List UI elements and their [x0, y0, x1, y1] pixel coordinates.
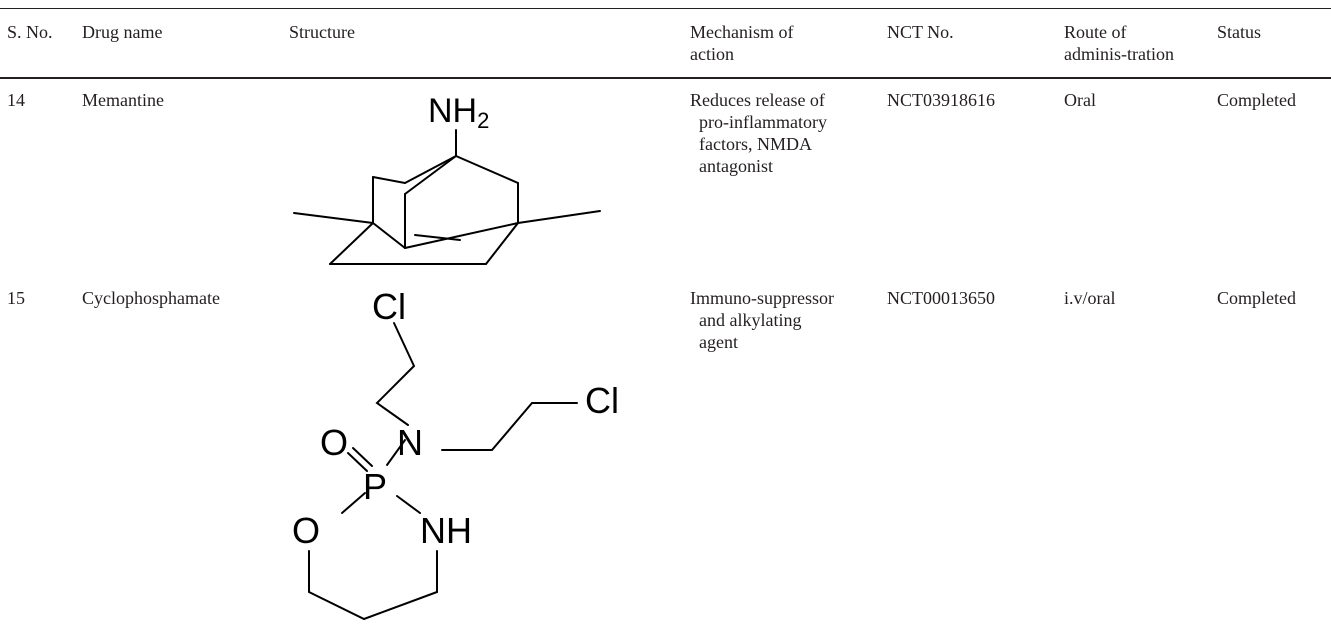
- header-mechanism: Mechanism of action: [690, 21, 793, 65]
- nitrogen-label: N: [397, 422, 423, 463]
- row-15-status: Completed: [1217, 288, 1296, 308]
- row-15-sno: 15: [7, 288, 25, 308]
- mechanism-line: and alkylating: [699, 310, 802, 330]
- row-15-mechanism: Immuno-suppressor and alkylating agent: [690, 287, 834, 353]
- mechanism-line: pro-inflammatory: [699, 112, 827, 132]
- row-14-status: Completed: [1217, 90, 1296, 110]
- row-15-route: i.v/oral: [1064, 288, 1116, 308]
- header-nct: NCT No.: [887, 22, 954, 42]
- header-status: Status: [1217, 22, 1262, 42]
- memantine-structure: NH2: [293, 92, 601, 265]
- row-15-nct: NCT00013650: [887, 288, 995, 308]
- cyclophosphamate-structure: Cl Cl N O P NH O: [292, 286, 619, 621]
- mechanism-line: Reduces release of: [690, 90, 825, 110]
- cl-label: Cl: [585, 380, 619, 421]
- oxygen-label: O: [320, 422, 348, 463]
- mechanism-line: factors, NMDA: [699, 134, 812, 154]
- mechanism-line: agent: [699, 332, 738, 352]
- phosphorus-label: P: [363, 466, 387, 507]
- header-mechanism-line: action: [690, 44, 734, 64]
- table-top-rule: [0, 8, 1331, 9]
- oxygen-label: O: [292, 510, 320, 551]
- cl-label: Cl: [372, 286, 406, 327]
- row-14-nct: NCT03918616: [887, 90, 995, 110]
- table-header-rule: [0, 77, 1331, 79]
- mechanism-line: Immuno-suppressor: [690, 288, 834, 308]
- mechanism-line: antagonist: [699, 156, 773, 176]
- header-mechanism-line: Mechanism of: [690, 22, 794, 42]
- amine-label: NH2: [428, 92, 489, 133]
- header-route-line: Route of: [1064, 22, 1127, 42]
- header-structure: Structure: [289, 22, 355, 42]
- header-sno: S. No.: [7, 22, 53, 42]
- row-14-route: Oral: [1064, 90, 1096, 110]
- row-15-drug-name: Cyclophosphamate: [82, 288, 220, 308]
- header-drug-name: Drug name: [82, 22, 163, 42]
- nh-label: NH: [420, 510, 472, 551]
- row-14-mechanism: Reduces release of pro-inflammatory fact…: [690, 89, 827, 177]
- row-14-sno: 14: [7, 90, 25, 110]
- row-14-drug-name: Memantine: [82, 90, 164, 110]
- header-route: Route of adminis-tration: [1064, 21, 1174, 65]
- header-route-line: adminis-tration: [1064, 44, 1174, 64]
